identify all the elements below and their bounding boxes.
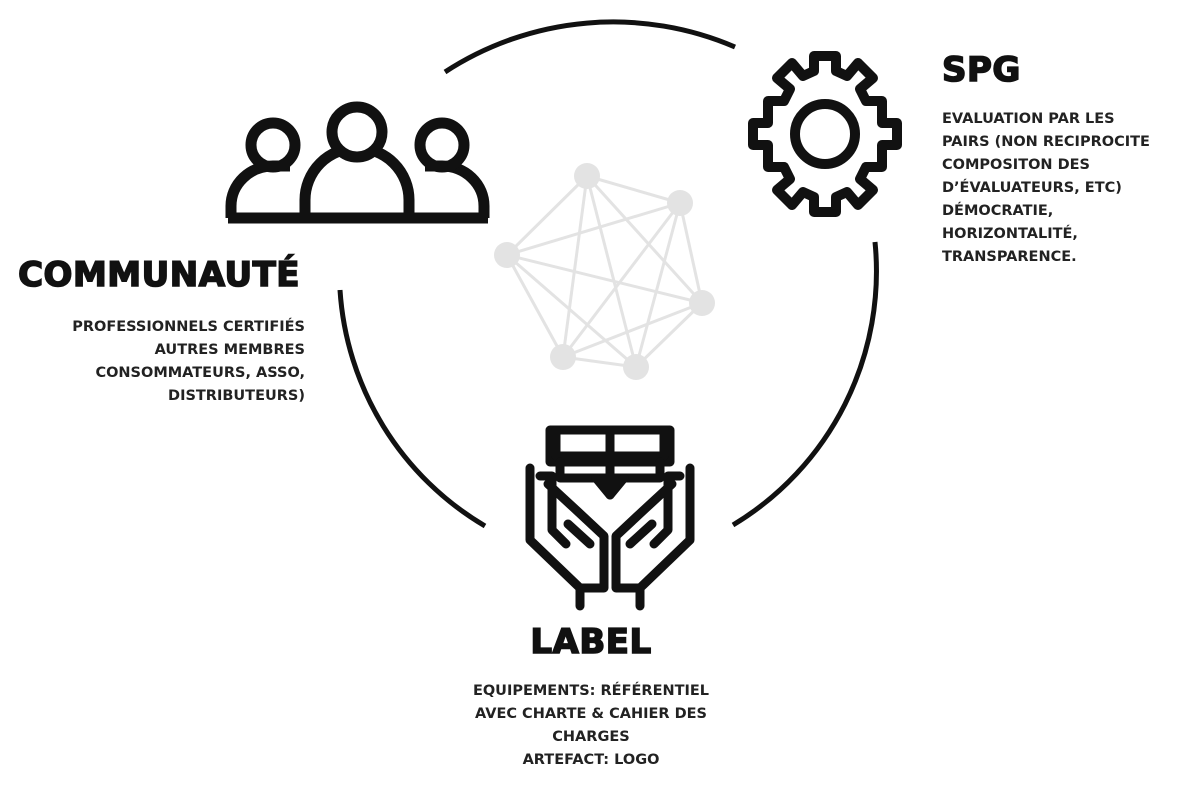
spg-description: EVALUATION PAR LES PAIRS (NON RECIPROCIT… bbox=[942, 108, 1150, 269]
communaute-description: PROFESSIONNELS CERTIFIÉS AUTRES MEMBRES … bbox=[72, 316, 305, 408]
cycle-arcs bbox=[337, 19, 879, 529]
spg-line: D’ÉVALUATEURS, ETC) bbox=[942, 180, 1122, 196]
spg-line: COMPOSITON DES bbox=[942, 157, 1090, 173]
communaute-line: AUTRES MEMBRES bbox=[154, 342, 305, 358]
group-of-people-icon bbox=[225, 101, 490, 224]
spg-title: SPG bbox=[941, 49, 1021, 91]
label-title: LABEL bbox=[530, 621, 652, 663]
label-line: EQUIPEMENTS: RÉFÉRENTIEL bbox=[472, 683, 710, 699]
arc-right bbox=[731, 241, 879, 528]
label-line: CHARGES bbox=[552, 729, 630, 745]
communaute-title: COMMUNAUTÉ bbox=[17, 254, 300, 296]
spg-line: HORIZONTALITÉ, bbox=[942, 226, 1078, 242]
network-graph-icon bbox=[494, 163, 715, 380]
label-line: ARTEFACT: LOGO bbox=[522, 752, 660, 768]
label-line: AVEC CHARTE & CAHIER DES bbox=[475, 706, 707, 722]
spg-line: PAIRS (NON RECIPROCITE bbox=[942, 134, 1150, 150]
label-description: EQUIPEMENTS: RÉFÉRENTIEL AVEC CHARTE & C… bbox=[436, 680, 746, 772]
arc-left bbox=[337, 289, 487, 529]
communaute-line: CONSOMMATEURS, ASSO, bbox=[95, 365, 305, 381]
arc-top bbox=[443, 19, 736, 75]
communaute-line: PROFESSIONNELS CERTIFIÉS bbox=[72, 319, 305, 335]
hands-holding-book-icon bbox=[525, 425, 695, 611]
spg-line: DÉMOCRATIE, bbox=[942, 203, 1054, 219]
communaute-line: DISTRIBUTEURS) bbox=[168, 388, 305, 404]
spg-line: EVALUATION PAR LES bbox=[942, 111, 1115, 127]
gear-icon bbox=[748, 51, 902, 217]
spg-line: TRANSPARENCE. bbox=[942, 249, 1077, 265]
